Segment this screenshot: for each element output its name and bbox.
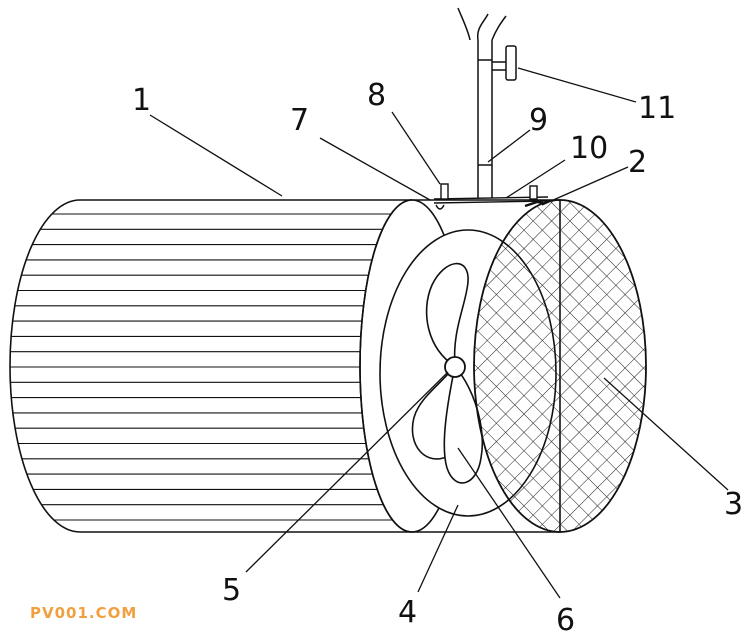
top-plate bbox=[433, 196, 549, 210]
mesh-screen bbox=[473, 199, 647, 533]
mounting-posts bbox=[440, 183, 544, 208]
label-5: 5 bbox=[222, 573, 241, 608]
label-10: 10 bbox=[570, 131, 608, 166]
label-3: 3 bbox=[724, 487, 743, 522]
fan-blades bbox=[411, 262, 484, 484]
watermark-text: PV001.COM bbox=[30, 604, 137, 622]
label-8: 8 bbox=[367, 78, 386, 113]
label-6: 6 bbox=[556, 603, 575, 638]
label-1: 1 bbox=[132, 83, 151, 118]
vertical-rod bbox=[457, 7, 507, 198]
label-11: 11 bbox=[638, 91, 676, 126]
part-labels: 1 7 8 9 10 2 11 3 5 4 6 bbox=[132, 78, 743, 638]
label-2: 2 bbox=[628, 145, 647, 180]
fan-hub bbox=[444, 356, 466, 378]
label-4: 4 bbox=[398, 595, 417, 630]
leader-lines bbox=[149, 67, 729, 599]
label-9: 9 bbox=[529, 103, 548, 138]
label-7: 7 bbox=[290, 103, 309, 138]
handle-knob bbox=[492, 45, 517, 81]
